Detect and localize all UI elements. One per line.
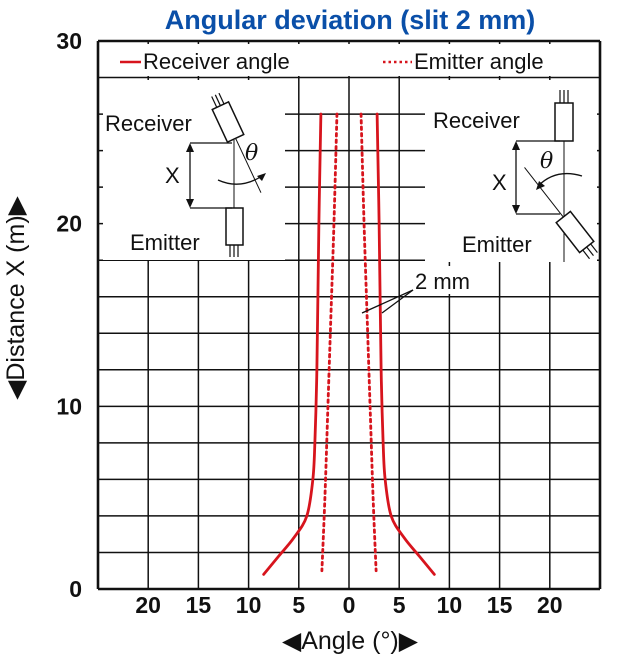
chart-title: Angular deviation (slit 2 mm) xyxy=(165,5,536,35)
x-tick-label: 5 xyxy=(393,592,406,618)
right-setup-diagram: Receiver Emitter X θ xyxy=(425,80,598,262)
left-distance-label: X xyxy=(165,163,180,188)
right-theta-label: θ xyxy=(540,149,553,174)
left-theta-label: θ xyxy=(245,141,258,166)
right-receiver-label: Receiver xyxy=(433,108,520,133)
annotation-leader-right xyxy=(381,289,414,314)
x-tick-label: 15 xyxy=(186,592,212,618)
legend-background xyxy=(112,44,590,76)
left-receiver-device xyxy=(211,92,262,193)
emitter-angle-curve xyxy=(359,112,378,573)
left-diagram-background xyxy=(103,80,285,260)
x-tick-label: 15 xyxy=(487,592,513,618)
receiver-angle-curve xyxy=(262,112,323,576)
x-tick-label: 20 xyxy=(135,592,161,618)
x-tick-label: 5 xyxy=(292,592,305,618)
annotation-label: 2 mm xyxy=(415,269,470,294)
receiver-angle-curve xyxy=(375,112,436,576)
y-tick-label: 0 xyxy=(69,576,82,602)
x-tick-label: 10 xyxy=(236,592,262,618)
legend-emitter-label: Emitter angle xyxy=(414,49,544,74)
x-axis-label: ◀Angle (°)▶ xyxy=(282,627,419,655)
left-receiver-label: Receiver xyxy=(105,111,192,136)
left-emitter-label: Emitter xyxy=(130,230,200,255)
left-setup-diagram: Receiver Emitter X θ xyxy=(103,80,285,260)
x-tick-label: 0 xyxy=(343,592,356,618)
right-emitter-label: Emitter xyxy=(462,232,532,257)
y-tick-labels: 0 10 20 30 xyxy=(56,28,82,602)
legend: Receiver angle Emitter angle xyxy=(112,44,590,76)
right-emitter-device xyxy=(524,167,598,260)
left-angle-arc xyxy=(217,175,263,185)
x-tick-labels: 20 15 10 5 0 5 10 15 20 xyxy=(135,592,562,618)
annotation-background xyxy=(412,266,488,294)
curves xyxy=(262,112,436,576)
slit-annotation: 2 mm xyxy=(361,266,488,314)
y-tick-label: 10 xyxy=(56,393,82,419)
y-axis-label: ◀Distance X (m)▶ xyxy=(2,195,30,400)
emitter-angle-curve xyxy=(320,112,339,573)
x-tick-label: 10 xyxy=(437,592,463,618)
right-distance-label: X xyxy=(492,170,507,195)
y-tick-label: 20 xyxy=(56,211,82,237)
legend-receiver-label: Receiver angle xyxy=(143,49,290,74)
x-tick-label: 20 xyxy=(537,592,563,618)
annotation-leader-left xyxy=(361,289,414,314)
y-tick-label: 30 xyxy=(56,28,82,54)
left-emitter-device xyxy=(225,207,244,246)
right-receiver-device xyxy=(554,102,574,142)
